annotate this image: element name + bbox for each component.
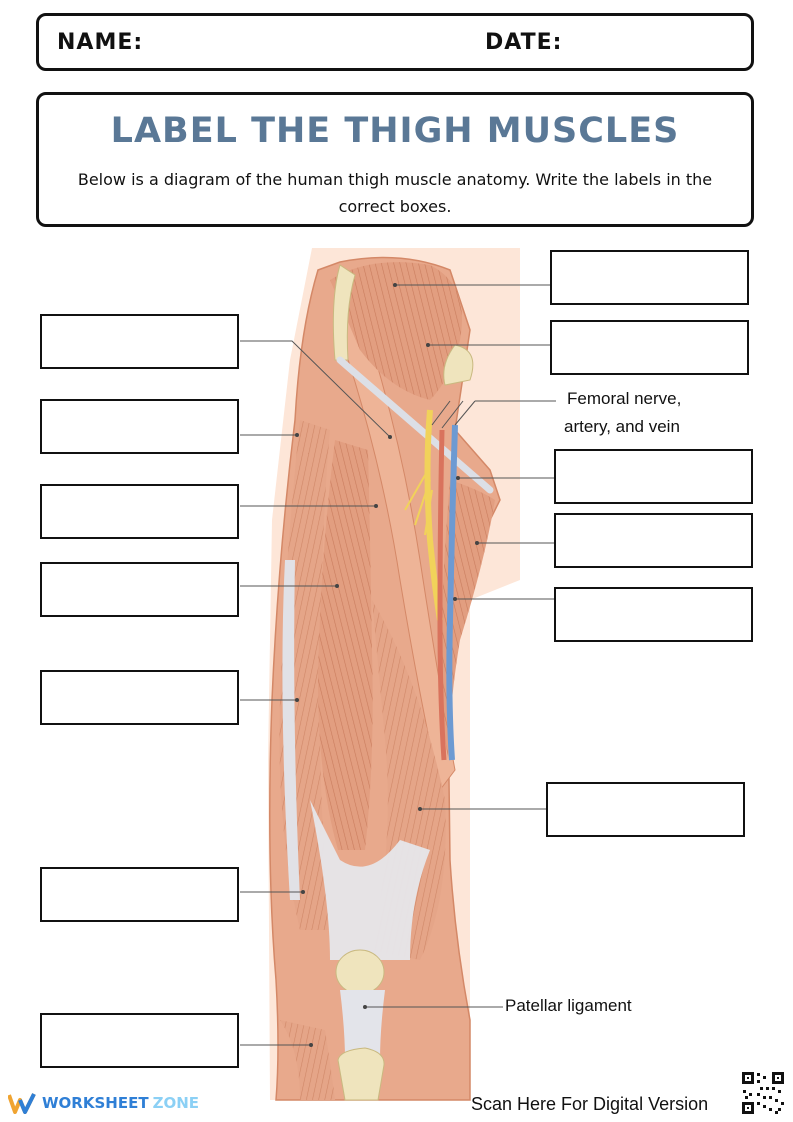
- sartorius-strip: [334, 309, 456, 792]
- lower-leg-muscle: [280, 1020, 335, 1100]
- brand-main-text: WORKSHEET: [42, 1094, 149, 1112]
- answer-box-left-1[interactable]: [40, 314, 239, 369]
- instructions-text: Below is a diagram of the human thigh mu…: [77, 170, 713, 216]
- answer-box-left-4[interactable]: [40, 562, 239, 617]
- answer-box-right-6[interactable]: [546, 782, 745, 837]
- patellar-ligament-label: Patellar ligament: [505, 996, 632, 1015]
- hip-muscle: [330, 262, 462, 400]
- name-date-header: NAME: DATE:: [36, 13, 754, 71]
- tibia: [337, 1047, 385, 1101]
- answer-box-left-7[interactable]: [40, 1013, 239, 1068]
- page-title: LABEL THE THIGH MUSCLES: [110, 111, 680, 151]
- nerve-branches: [404, 469, 433, 536]
- femoral-vein: [446, 424, 458, 761]
- answer-box-right-2[interactable]: [550, 320, 749, 375]
- pointer-lines: [240, 284, 556, 1046]
- answer-box-right-4[interactable]: [554, 513, 753, 568]
- femoral-nerve: [424, 409, 443, 621]
- scan-text: Scan Here For Digital Version: [471, 1094, 709, 1114]
- name-label: NAME:: [57, 30, 144, 55]
- worksheetzone-logo-icon: [8, 1093, 36, 1114]
- date-label: DATE:: [485, 30, 563, 55]
- answer-box-left-5[interactable]: [40, 670, 239, 725]
- title-panel: LABEL THE THIGH MUSCLES Below is a diagr…: [36, 92, 754, 227]
- patella: [335, 949, 385, 995]
- quadriceps-tendon: [310, 800, 430, 960]
- femoral-artery: [437, 429, 447, 761]
- pointer-dots: [295, 283, 479, 1047]
- answer-box-left-3[interactable]: [40, 484, 239, 539]
- answer-box-left-6[interactable]: [40, 867, 239, 922]
- answer-box-right-3[interactable]: [554, 449, 753, 504]
- iliac-bone: [332, 264, 356, 361]
- femoral-label-line1: Femoral nerve,: [567, 389, 682, 408]
- brand-accent-text: ZONE: [152, 1094, 199, 1112]
- answer-box-left-2[interactable]: [40, 399, 239, 454]
- qr-code-icon[interactable]: [740, 1070, 786, 1116]
- answer-box-right-5[interactable]: [554, 587, 753, 642]
- brand-logo[interactable]: WORKSHEET ZONE: [8, 1092, 199, 1114]
- answer-box-right-1[interactable]: [550, 250, 749, 305]
- iliotibial-band: [282, 560, 300, 900]
- femoral-label-line2: artery, and vein: [564, 417, 680, 436]
- pubic-bone: [443, 344, 474, 386]
- central-muscle: [318, 440, 373, 850]
- inguinal-ligament: [336, 356, 494, 494]
